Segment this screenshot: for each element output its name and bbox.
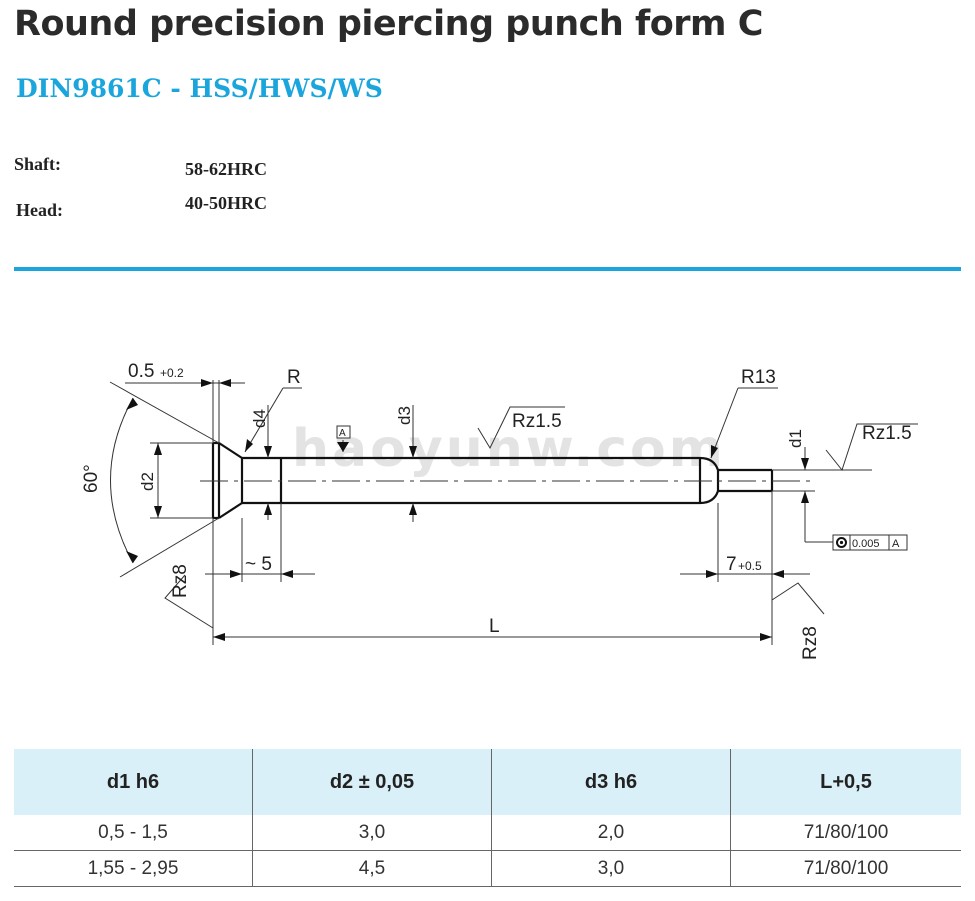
- r13-label: R13: [741, 367, 776, 388]
- punch-technical-drawing: haoyunw.com: [81, 361, 918, 660]
- concentricity-value: 0.005: [852, 538, 880, 550]
- shaft-roughness-label: Rz1.5: [512, 411, 562, 432]
- section-divider: [14, 267, 961, 271]
- head-rz8-label: Rz8: [170, 564, 191, 598]
- table-cell: 1,55 - 2,95: [14, 850, 253, 887]
- punch-outline: [211, 441, 774, 520]
- d2-label: d2: [138, 472, 157, 491]
- length-label: L: [489, 616, 500, 637]
- table-cell: 71/80/100: [730, 815, 961, 851]
- tip-roughness-label: Rz1.5: [862, 423, 912, 444]
- d1-label: d1: [786, 429, 805, 448]
- d4-label: d4: [250, 409, 269, 428]
- table-row: 1,55 - 2,95 4,5 3,0 71/80/100: [14, 850, 961, 887]
- head-thickness-label: 0.5: [128, 361, 154, 382]
- angle-label: 60°: [81, 464, 102, 493]
- table-row: 0,5 - 1,5 3,0 2,0 71/80/100: [14, 815, 961, 851]
- tip-length-label: 7: [726, 554, 737, 575]
- spec-value-head: 40-50HRC: [185, 193, 267, 213]
- spec-label-head: Head:: [16, 200, 63, 220]
- spec-value-shaft: 58-62HRC: [185, 159, 267, 179]
- concentricity-icon: [836, 537, 847, 548]
- table-cell: 71/80/100: [730, 850, 961, 887]
- column-header-d1: d1 h6: [14, 749, 253, 815]
- concentricity-datum: A: [892, 538, 900, 550]
- column-header-d3: d3 h6: [491, 749, 731, 815]
- table-cell: 4,5: [252, 850, 492, 887]
- d3-label: d3: [395, 406, 414, 425]
- head-thickness-tolerance: +0.2: [160, 366, 184, 380]
- table-header-row: d1 h6 d2 ± 0,05 d3 h6 L+0,5: [14, 749, 961, 815]
- page-title: Round precision piercing punch form C: [14, 4, 763, 44]
- arrowheads: [126, 379, 809, 641]
- datum-label: A: [339, 428, 346, 439]
- standard-subtitle: DIN9861C - HSS/HWS/WS: [16, 74, 383, 103]
- watermark-text: haoyunw.com: [292, 419, 726, 479]
- radius-label: R: [287, 367, 301, 388]
- tip-length-tolerance: +0.5: [738, 559, 762, 573]
- spec-label-shaft: Shaft:: [14, 154, 62, 174]
- table-cell: 3,0: [491, 850, 731, 887]
- approx-5-label: ~ 5: [245, 554, 272, 575]
- end-rz8-label: Rz8: [800, 626, 821, 660]
- table-cell: 2,0: [491, 815, 731, 851]
- dimensions-table: d1 h6 d2 ± 0,05 d3 h6 L+0,5 0,5 - 1,5 3,…: [14, 749, 961, 887]
- table-cell: 3,0: [252, 815, 492, 851]
- table-cell: 0,5 - 1,5: [14, 815, 253, 851]
- column-header-length: L+0,5: [730, 749, 961, 815]
- column-header-d2: d2 ± 0,05: [252, 749, 492, 815]
